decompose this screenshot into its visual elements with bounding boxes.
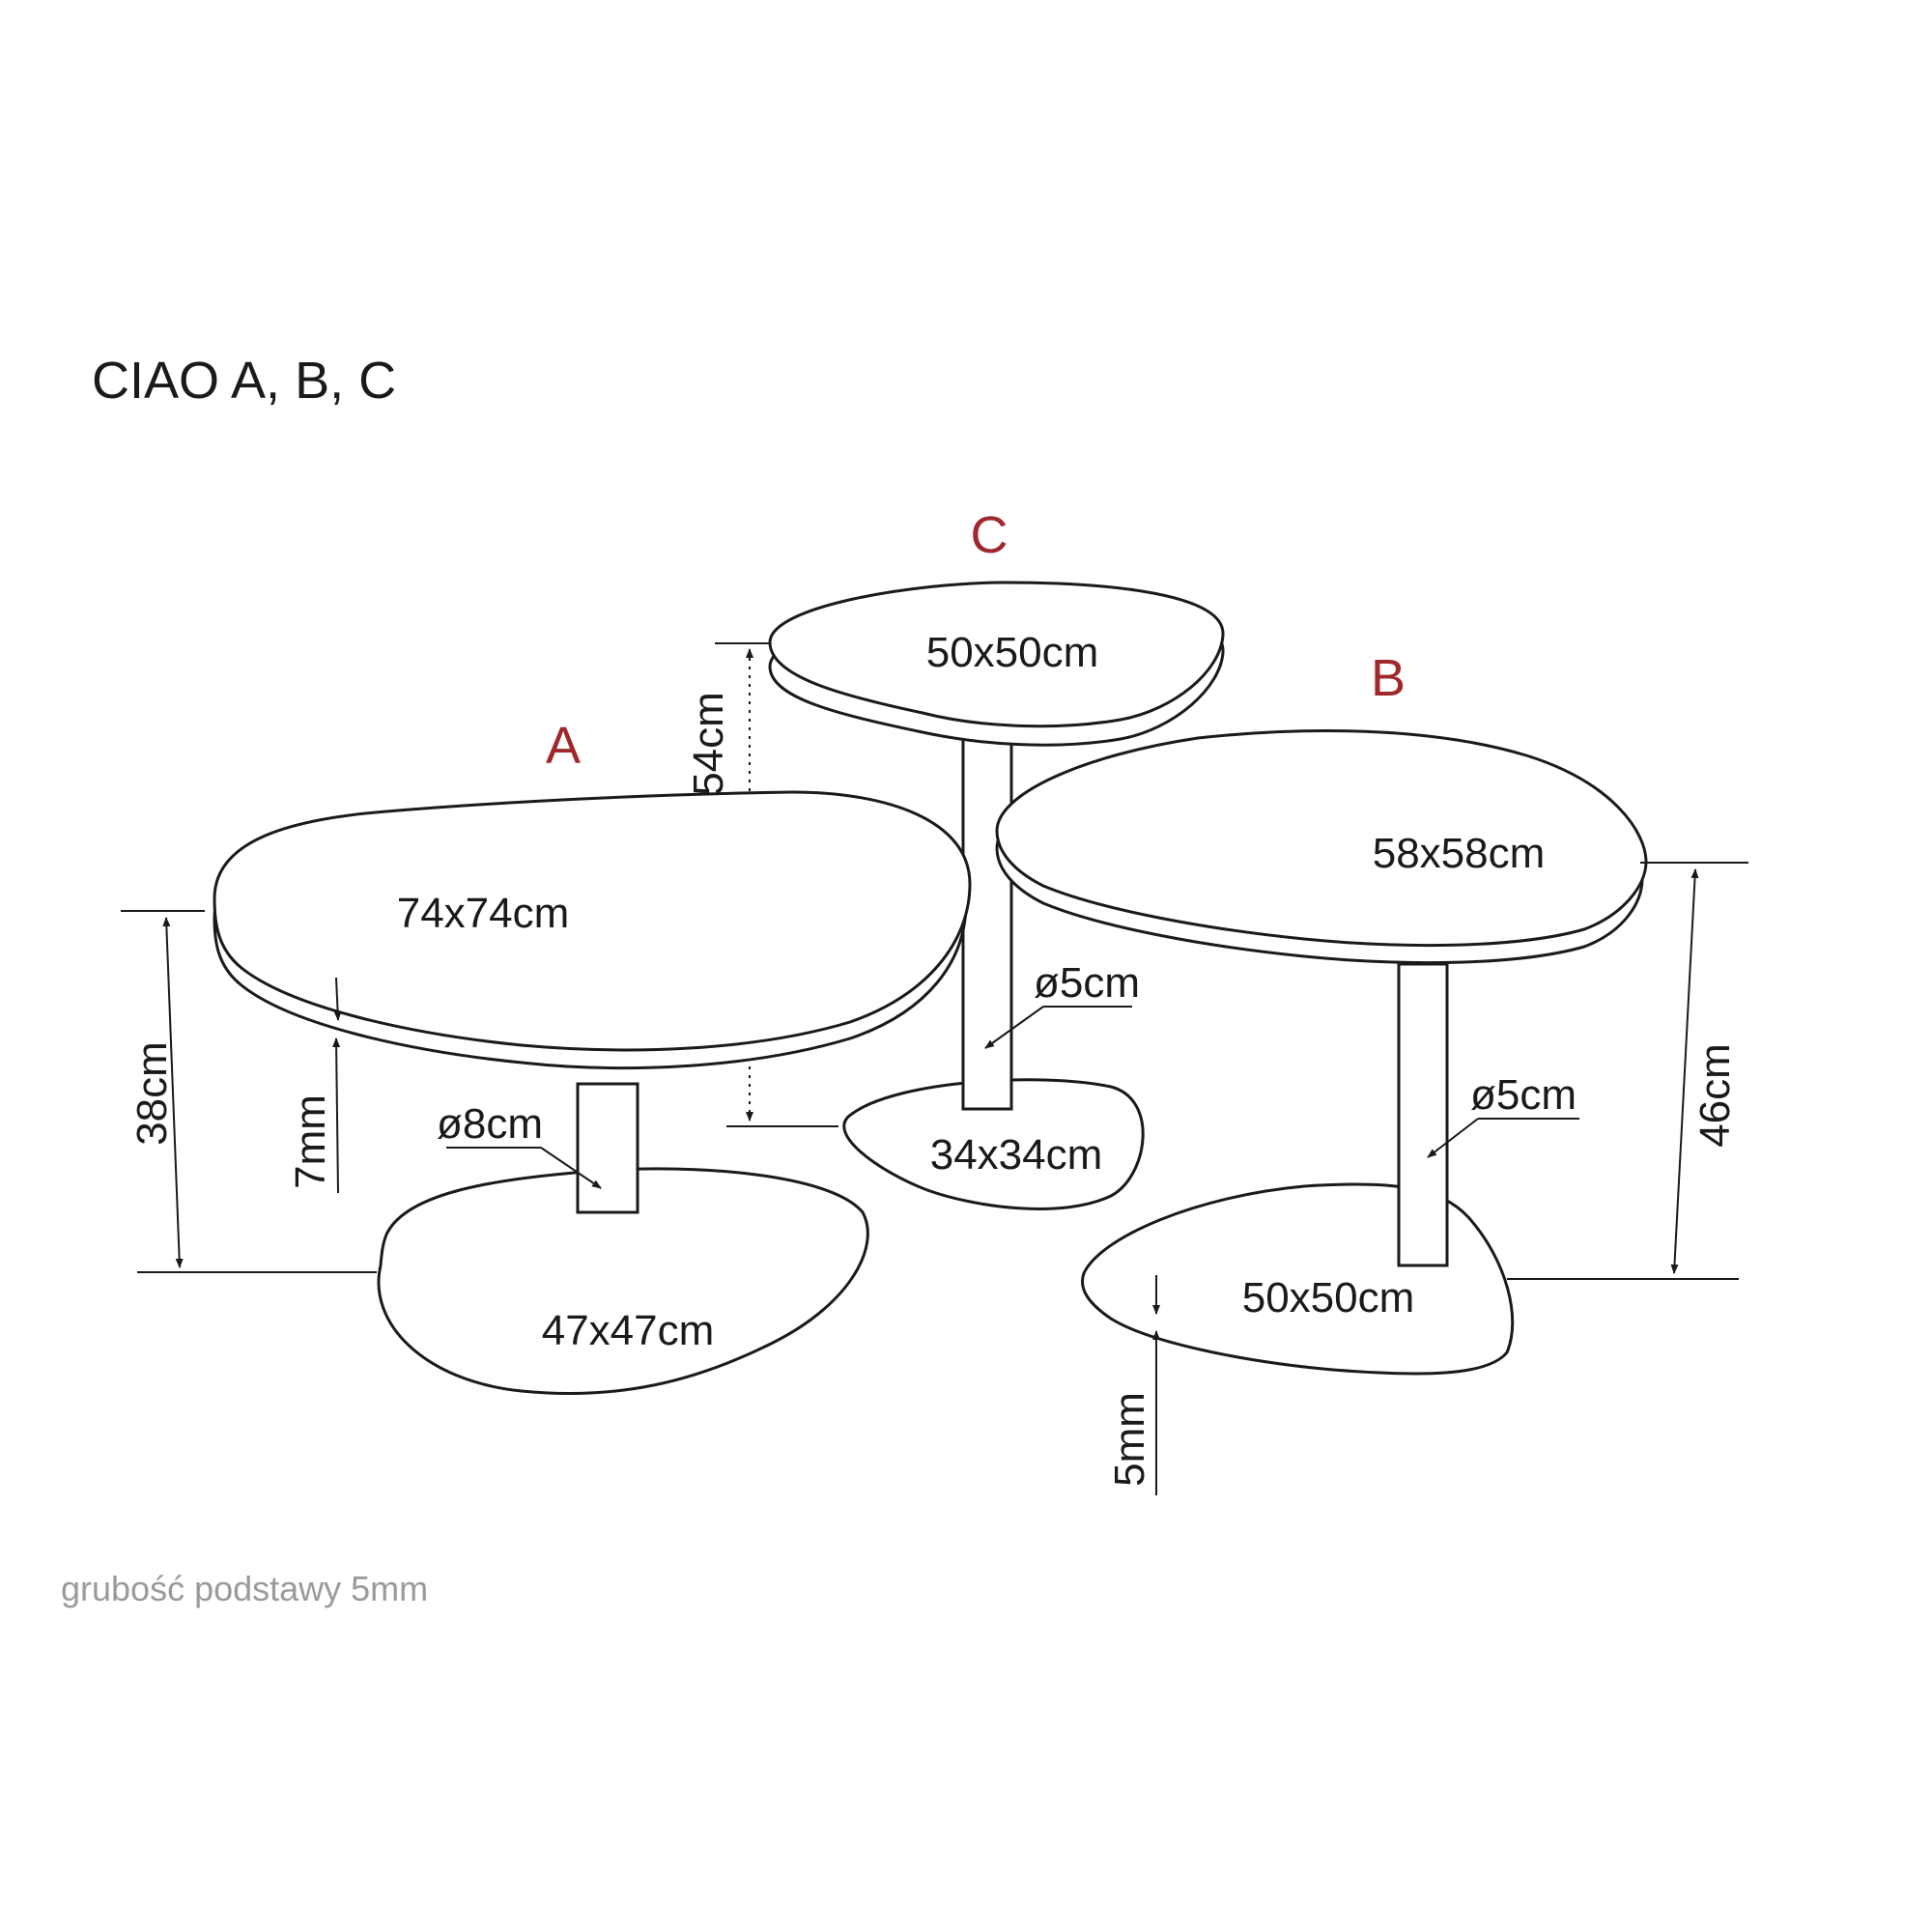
table-c-letter: C xyxy=(971,506,1009,564)
table-a-height: 38cm xyxy=(128,1041,176,1146)
table-b: B 58x58cm 50x50cm ø5cm 46cm 5mm xyxy=(995,649,1748,1495)
table-a-thickness-arrow-bottom xyxy=(332,1037,341,1194)
table-a-leg xyxy=(576,1082,639,1214)
page-title: CIAO A, B, C xyxy=(92,352,396,410)
footnote: grubość podstawy 5mm xyxy=(61,1569,428,1608)
table-b-letter: B xyxy=(1371,649,1406,707)
table-b-top xyxy=(995,729,1648,948)
table-a-top-size: 74x74cm xyxy=(397,890,570,937)
table-c-top xyxy=(768,581,1225,728)
table-a-thickness-arrow-top xyxy=(333,977,342,1021)
table-a-base-size: 47x47cm xyxy=(542,1307,715,1354)
table-b-leg-diameter: ø5cm xyxy=(1470,1071,1577,1119)
table-a-top-thickness: 7mm xyxy=(287,1094,334,1189)
table-b-base-thickness: 5mm xyxy=(1106,1392,1153,1487)
table-b-leg xyxy=(1397,962,1449,1267)
table-a-height-arrow xyxy=(162,917,184,1268)
table-a-top xyxy=(213,790,972,1052)
table-c-top-size: 50x50cm xyxy=(926,629,1099,676)
table-b-leg-diameter-arrow xyxy=(1427,1118,1479,1158)
table-b-base-size: 50x50cm xyxy=(1242,1274,1415,1321)
table-b-height: 46cm xyxy=(1691,1043,1739,1148)
table-c-leg-diameter-arrow xyxy=(984,1006,1044,1049)
table-a-leg-diameter-arrow xyxy=(540,1147,602,1189)
table-c-leg-diameter: ø5cm xyxy=(1034,959,1140,1007)
table-c-height: 54cm xyxy=(685,692,732,796)
table-b-height-arrow xyxy=(1670,868,1699,1274)
table-b-top-size: 58x58cm xyxy=(1373,830,1546,877)
table-c-leg xyxy=(961,721,1013,1111)
table-a: A 74x74cm 47x47cm ø8cm 38cm 7mm xyxy=(121,717,972,1396)
table-c: C 50x50cm 34x34cm ø5cm 54cm xyxy=(685,506,1225,1210)
table-c-base-size: 34x34cm xyxy=(930,1131,1103,1179)
table-a-letter: A xyxy=(546,717,581,775)
table-a-leg-diameter: ø8cm xyxy=(437,1100,543,1148)
